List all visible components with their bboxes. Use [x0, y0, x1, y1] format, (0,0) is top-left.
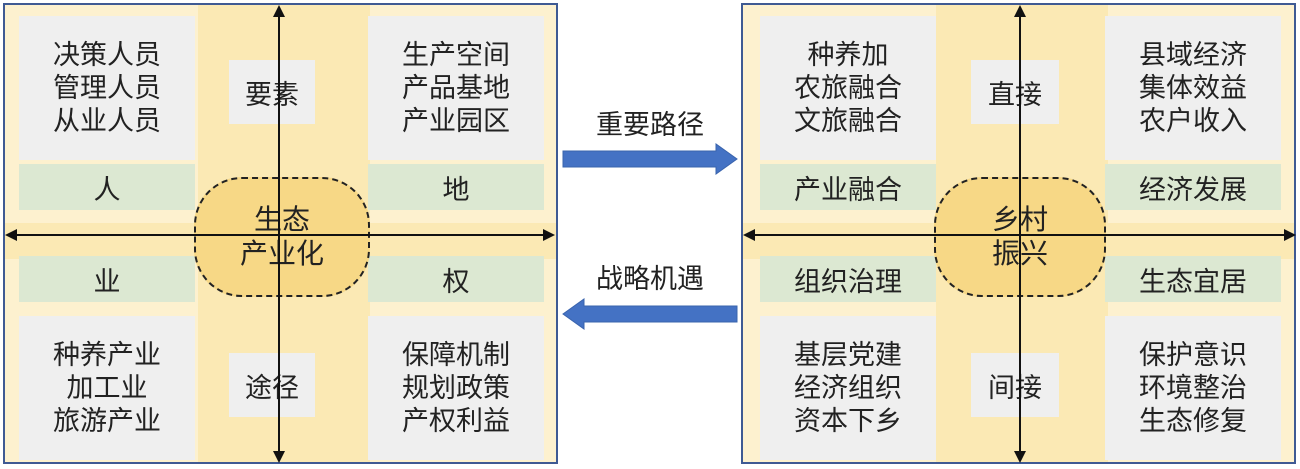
cell-line: 规划政策 — [402, 372, 510, 404]
label-ecological-livability: 生态宜居 — [1105, 256, 1281, 302]
cell-line: 基层党建 — [794, 339, 902, 371]
label-economic-development: 经济发展 — [1105, 164, 1281, 210]
right-arrow — [562, 143, 738, 175]
cell-top-right: 县域经济 集体效益 农户收入 — [1105, 16, 1281, 160]
label-important-path: 重要路径 — [596, 110, 704, 141]
cell-line: 产品基地 — [402, 72, 510, 104]
label-people: 人 — [19, 164, 195, 210]
tag-indirect: 间接 — [971, 353, 1059, 417]
cell-top-right: 生产空间 产品基地 产业园区 — [368, 16, 544, 160]
cell-line: 加工业 — [66, 372, 148, 404]
cell-line: 农户收入 — [1139, 105, 1247, 137]
cell-bottom-left: 种养产业 加工业 旅游产业 — [19, 316, 195, 460]
left-quadrant-panel: 决策人员 管理人员 从业人员 生产空间 产品基地 产业园区 种养产业 加工业 旅… — [3, 3, 558, 464]
cell-line: 文旅融合 — [794, 105, 902, 137]
label-land: 地 — [368, 164, 544, 210]
cell-line: 环境整治 — [1139, 372, 1247, 404]
cell-line: 从业人员 — [53, 105, 161, 137]
tag-pathways: 途径 — [229, 353, 315, 417]
cell-line: 经济组织 — [794, 372, 902, 404]
cell-line: 产业园区 — [402, 105, 510, 137]
cell-top-left: 决策人员 管理人员 从业人员 — [19, 16, 195, 160]
cell-line: 资本下乡 — [794, 405, 902, 437]
cell-line: 种养加 — [807, 39, 889, 71]
tag-elements: 要素 — [229, 60, 315, 124]
cell-line: 产权利益 — [402, 405, 510, 437]
cell-line: 决策人员 — [53, 39, 161, 71]
label-industry: 业 — [19, 256, 195, 302]
cell-top-left: 种养加 农旅融合 文旅融合 — [760, 16, 936, 160]
center-line: 生态 — [253, 203, 310, 236]
cell-line: 旅游产业 — [53, 405, 161, 437]
cell-bottom-right: 保护意识 环境整治 生态修复 — [1105, 316, 1281, 460]
cell-line: 生产空间 — [402, 39, 510, 71]
right-quadrant-panel: 种养加 农旅融合 文旅融合 县域经济 集体效益 农户收入 基层党建 经济组织 资… — [741, 3, 1296, 464]
center-line: 产业化 — [239, 237, 324, 270]
center-rural-revitalization: 乡村 振兴 — [934, 177, 1106, 297]
cell-line: 集体效益 — [1139, 72, 1247, 104]
center-eco-industrialization: 生态 产业化 — [194, 177, 370, 297]
label-strategic-opportunity: 战略机遇 — [596, 264, 704, 295]
center-line: 振兴 — [991, 237, 1048, 270]
cell-line: 县域经济 — [1139, 39, 1247, 71]
center-line: 乡村 — [991, 203, 1048, 236]
tag-direct: 直接 — [971, 60, 1059, 124]
label-industry-integration: 产业融合 — [760, 164, 936, 210]
cell-line: 保障机制 — [402, 339, 510, 371]
cell-line: 管理人员 — [53, 72, 161, 104]
cell-line: 种养产业 — [53, 339, 161, 371]
cell-bottom-right: 保障机制 规划政策 产权利益 — [368, 316, 544, 460]
cell-line: 生态修复 — [1139, 405, 1247, 437]
label-organizational-governance: 组织治理 — [760, 256, 936, 302]
cell-line: 保护意识 — [1139, 339, 1247, 371]
label-rights: 权 — [368, 256, 544, 302]
left-arrow — [562, 298, 738, 330]
cell-line: 农旅融合 — [794, 72, 902, 104]
cell-bottom-left: 基层党建 经济组织 资本下乡 — [760, 316, 936, 460]
